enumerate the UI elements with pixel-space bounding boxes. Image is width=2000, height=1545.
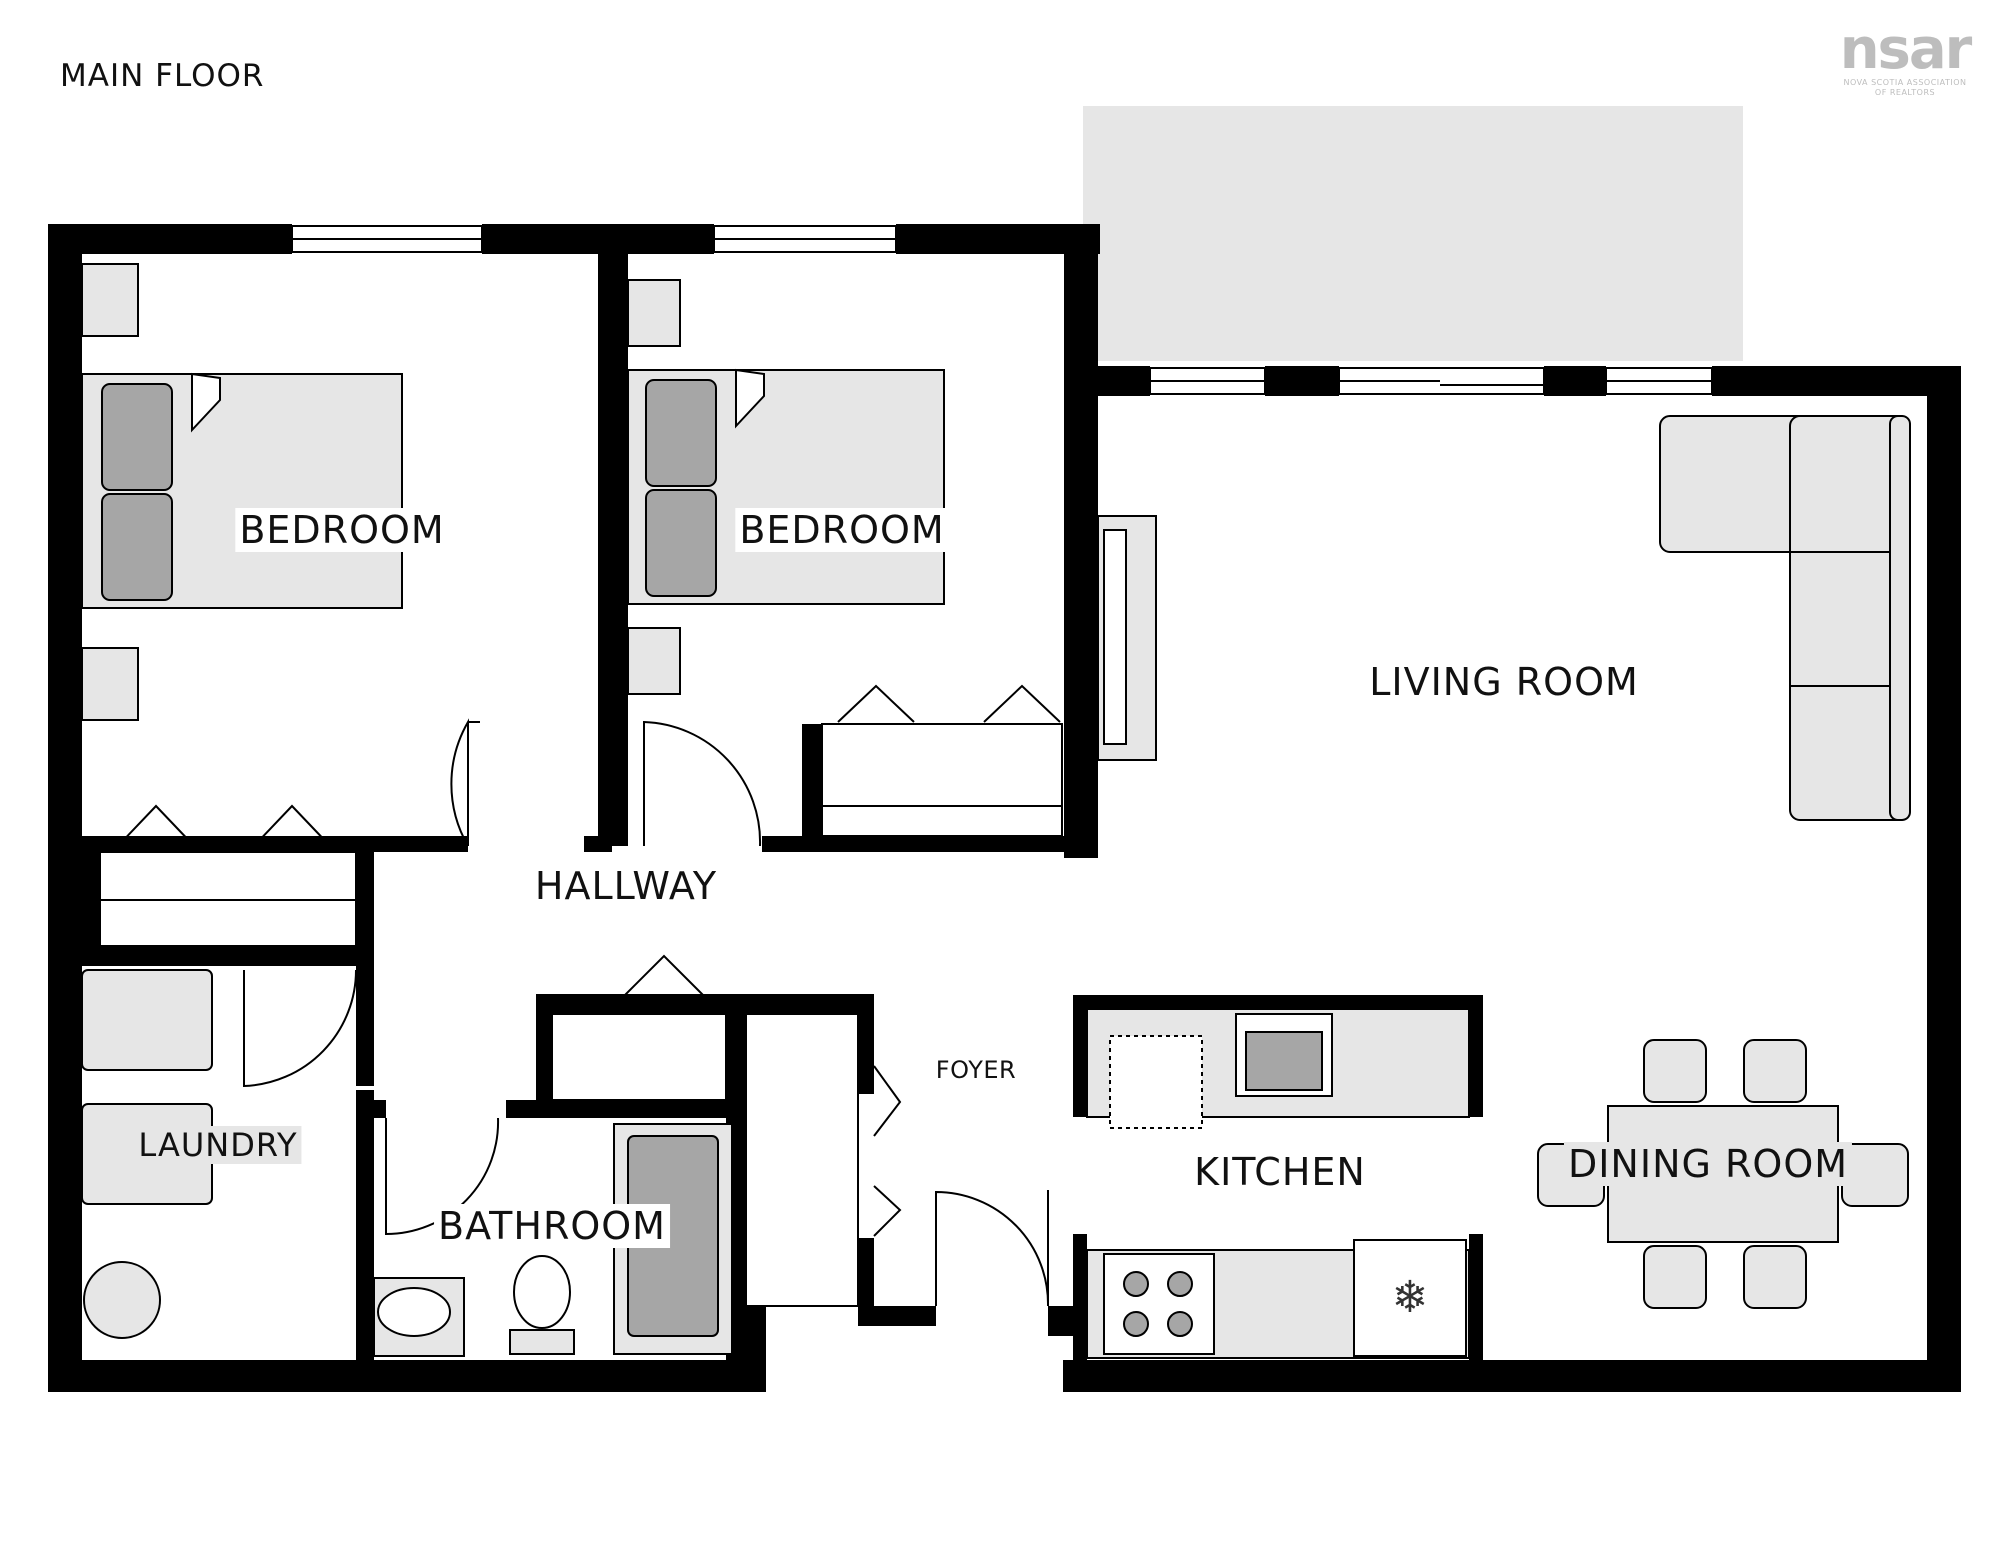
association-logo: nsar NOVA SCOTIA ASSOCIATION OF REALTORS bbox=[1830, 22, 1980, 97]
walls bbox=[48, 224, 1961, 1392]
nightstand bbox=[81, 263, 139, 337]
room-label-hallway: HALLWAY bbox=[530, 864, 722, 908]
nightstand bbox=[627, 627, 681, 695]
bed-2 bbox=[627, 368, 945, 605]
room-label-bedroom-1: BEDROOM bbox=[235, 508, 449, 552]
sectional-sofa bbox=[1659, 415, 1911, 821]
room-label-living-room: LIVING ROOM bbox=[1365, 660, 1643, 704]
logo-line-1: NOVA SCOTIA ASSOCIATION bbox=[1843, 78, 1967, 87]
floor-label: MAIN FLOOR bbox=[60, 58, 265, 94]
doors bbox=[243, 718, 1050, 1307]
room-label-bedroom-2: BEDROOM bbox=[735, 508, 949, 552]
tv-console bbox=[1097, 515, 1157, 761]
logo-mark: nsar bbox=[1839, 17, 1973, 82]
room-label-kitchen: KITCHEN bbox=[1190, 1150, 1370, 1194]
bed-1 bbox=[81, 372, 403, 609]
balcony bbox=[1083, 106, 1743, 361]
kitchen-counter bbox=[1086, 1008, 1470, 1359]
linen-closet bbox=[551, 954, 727, 1101]
logo-line-2: OF REALTORS bbox=[1874, 87, 1936, 97]
nightstand bbox=[81, 647, 139, 721]
room-label-laundry: LAUNDRY bbox=[134, 1126, 302, 1164]
snowflake-icon: ❄ bbox=[1392, 1272, 1429, 1323]
windows bbox=[291, 225, 1713, 395]
room-label-dining-room: DINING ROOM bbox=[1563, 1142, 1853, 1186]
room-label-bathroom: BATHROOM bbox=[434, 1204, 670, 1248]
foyer-closet bbox=[745, 1013, 902, 1307]
closet-1 bbox=[99, 804, 357, 947]
room-label-foyer: FOYER bbox=[931, 1056, 1021, 1084]
nightstand bbox=[627, 279, 681, 347]
closet-2 bbox=[821, 684, 1063, 837]
